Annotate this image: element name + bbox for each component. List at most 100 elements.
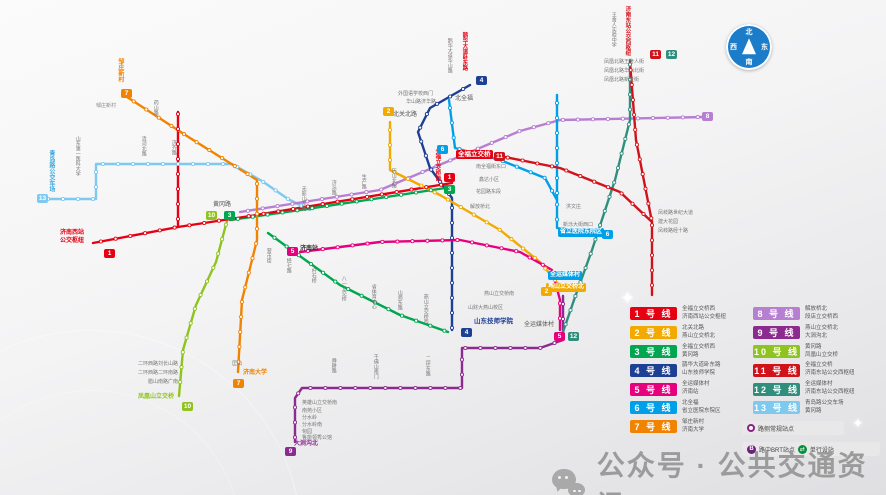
station-dot [447,105,453,110]
station-dot [207,148,212,153]
legend-line-badge: 7 号 线 [630,420,677,434]
station-dot [503,135,508,140]
line-badge-2: 2 [383,107,394,116]
station-dot [372,300,378,305]
station-dot [532,255,537,260]
station-dot [369,197,374,202]
station-label: 王舍人实验中学 [610,12,617,47]
legend-line-badge: 10 号 线 [753,345,800,359]
legend-line-badge: 11 号 线 [753,363,800,377]
legend-line-endpoints: 北关北路燕山立交桥北 [682,324,716,339]
station-dot [246,214,251,219]
station-dot [184,335,189,340]
median-brt-stop-icon: B [747,444,756,454]
legend-line-8: 8 号 线解放桥北段店立交桥西 [753,306,838,322]
station-dot [220,237,225,242]
legend-line-endpoints: 全福立交桥济南东站公交西枢纽 [805,362,855,377]
station-dot [568,308,573,313]
station-label: 千佛山南门 [372,354,379,379]
station-label: 邹庄新村 [116,58,123,82]
legend-line-7: 7 号 线邹庄新村济南大学 [630,419,704,435]
legend-line-badge: 12 号 线 [753,382,800,396]
line-7 [125,95,259,374]
station-label: 全福立交桥 [456,150,493,160]
station-dot [379,192,384,197]
line-badge-13: 13 [37,194,48,203]
station-dot [220,156,225,161]
station-dot [590,117,595,122]
station-label: 济南站 [300,246,319,252]
station-dot [423,153,428,158]
station-dot [649,223,655,228]
station-dot [305,199,310,204]
station-dot [607,194,612,199]
line-badge-8: 8 [702,112,713,121]
station-dot [564,168,569,173]
station-dot [680,115,685,120]
station-dot [588,251,593,256]
station-dot [308,261,314,267]
station-dot [449,235,455,240]
station-dot [627,77,633,82]
station-label: 鑫达小区 [479,177,500,183]
station-dot [202,220,207,226]
station-dot [449,250,455,255]
legend-line-endpoints: 全福立交桥西黄冈路 [682,343,716,358]
station-dot [380,239,385,244]
station-dot [175,186,181,192]
station-dot [470,240,475,245]
station-label: 八一立交桥 [340,276,347,301]
station-dot [115,161,121,167]
station-dot [254,241,259,246]
station-dot [549,164,555,169]
station-dot [542,175,547,180]
legend-line-badge: 3 号 线 [630,345,677,359]
station-dot [554,202,560,207]
station-dot [399,192,404,197]
station-dot [419,183,424,188]
station-dot [549,188,555,193]
station-dot [220,161,226,167]
legend-line-badge: 9 号 线 [753,326,800,340]
station-dot [649,216,654,221]
station-dot [650,116,655,121]
station-dot [615,165,621,171]
legend-line-12: 12 号 线全运媒体村济南东站公交西枢纽 [753,381,855,397]
station-dot [409,187,414,192]
station-label: 青岛路公交车场 [47,150,54,192]
station-dot [612,180,617,185]
station-dot [180,350,185,355]
station-dot [429,167,434,172]
legend-line-endpoints: 全运媒体村济南站 [682,381,710,396]
station-label: 黄冈路 [213,202,232,208]
station-dot [449,120,454,125]
station-dot [395,239,400,244]
station-dot [554,217,560,222]
station-label: 建大花园 [658,219,679,225]
station-dot [143,231,148,236]
station-label: 南全福街东口 [476,164,507,170]
station-dot [554,160,560,166]
station-dot [449,280,455,285]
station-dot [144,107,149,112]
station-dot [632,112,637,117]
station-dot [365,241,370,246]
line-badge-4: 4 [461,328,472,337]
compass-east-label: 东 [761,44,768,51]
station-dot [461,86,466,92]
station-dot [299,203,304,208]
station-dot [514,164,519,169]
station-dot [528,170,533,175]
station-label: 鹊华大道华山路 [446,38,453,73]
station-dot [128,233,133,239]
station-dot [434,164,439,169]
line-badge-6: 6 [437,145,448,154]
station-label: 济南东站公交西枢纽 [624,6,631,56]
line-badge-11: 11 [650,50,661,59]
station-label: 北关北路 [393,112,418,118]
station-dot [649,268,655,273]
station-dot [320,247,325,252]
station-dot [413,385,418,391]
